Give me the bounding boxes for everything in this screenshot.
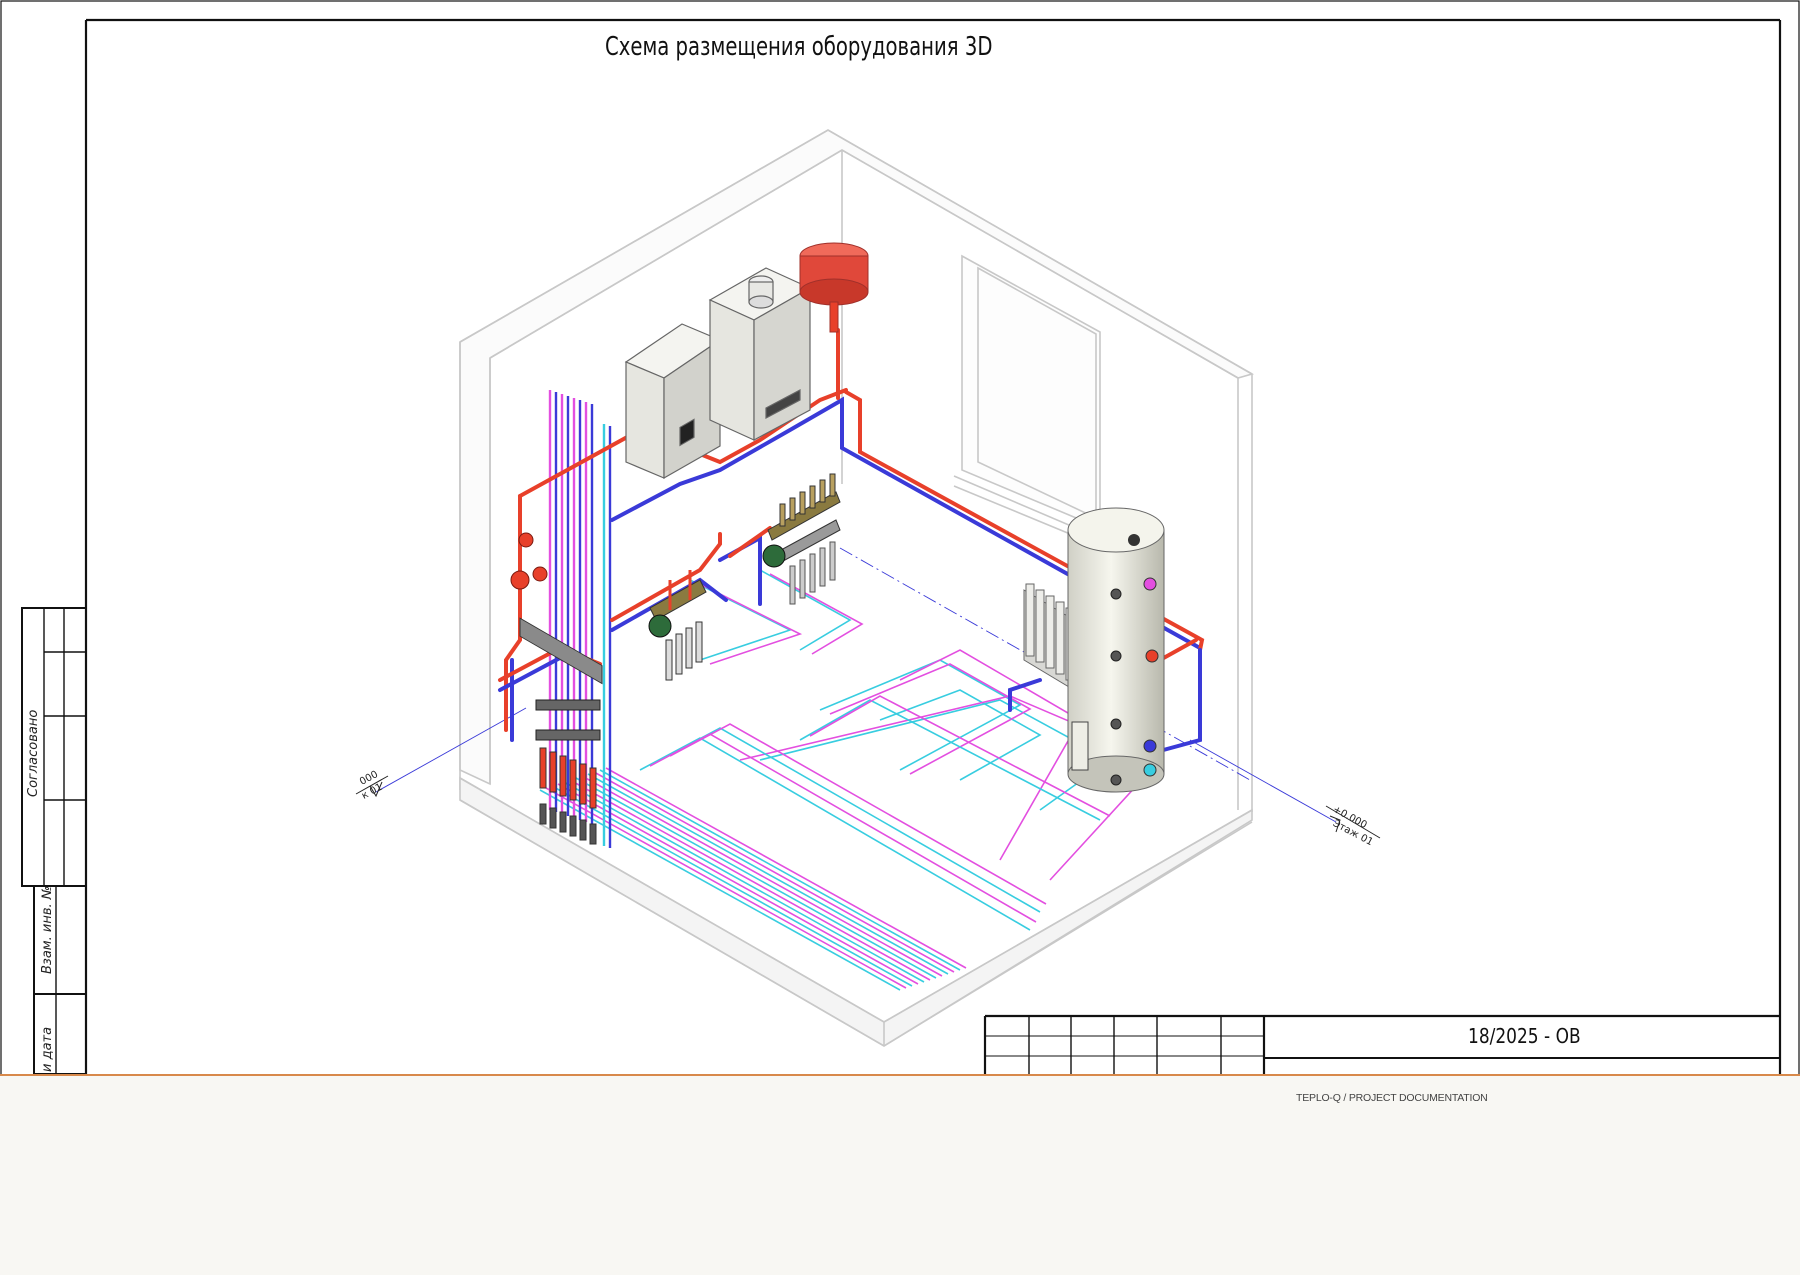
water-heater-tank	[1067, 507, 1165, 793]
scheme-drawing	[0, 0, 1800, 1074]
stamp-label-agreed: Согласовано	[26, 709, 41, 797]
expansion-tank	[799, 242, 869, 333]
gas-boiler	[708, 267, 812, 442]
drawing-code: 18/2025 - ОВ	[1468, 1024, 1581, 1048]
title-block	[983, 1014, 1780, 1074]
room	[459, 129, 1255, 1047]
level-mark-left-symbol	[355, 775, 389, 798]
footer-bar: TEPLO-Q / PROJECT DOCUMENTATION	[0, 1074, 1800, 1275]
middle-manifold	[648, 570, 707, 681]
stamp-label-inv-no: Взам. инв. №	[40, 885, 55, 974]
pipework	[498, 328, 1205, 754]
radiator	[1023, 583, 1075, 691]
control-unit	[624, 323, 722, 480]
drawing-sheet: Схема размещения оборудования 3D 18/2025…	[0, 0, 1800, 1074]
stamp-label-date: и дата	[40, 1026, 55, 1072]
footer-text: TEPLO-Q / PROJECT DOCUMENTATION	[1296, 1092, 1488, 1104]
left-manifolds	[510, 532, 603, 845]
sheet-border	[0, 0, 1800, 1074]
level-mark-right-symbol	[1325, 805, 1381, 839]
left-stamp	[21, 607, 87, 1074]
drawing-title: Схема размещения оборудования 3D	[605, 32, 993, 62]
right-manifold	[762, 473, 841, 605]
